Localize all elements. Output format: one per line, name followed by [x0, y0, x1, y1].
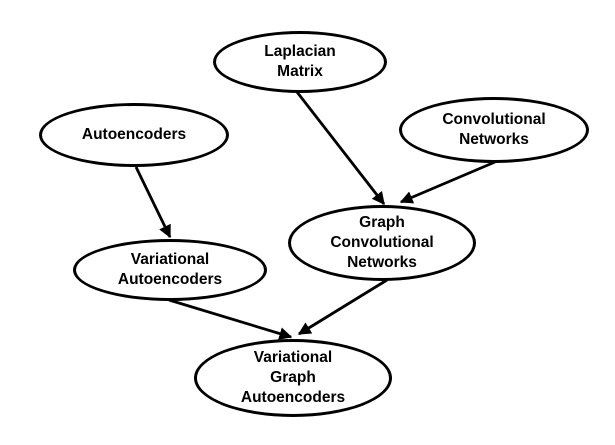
edge-convolutional-networks--graph-convolutional-networks — [399, 160, 496, 204]
node-label: Convolutional Networks — [442, 110, 545, 150]
node-variational-autoencoders: Variational Autoencoders — [73, 239, 267, 301]
node-label-line: Laplacian — [264, 43, 336, 60]
node-label-line: Autoencoders — [240, 389, 346, 406]
node-label-line: Variational — [253, 349, 333, 366]
node-label-line: Autoencoders — [81, 126, 187, 143]
node-label: Variational Autoencoders — [118, 250, 222, 290]
node-laplacian-matrix: Laplacian Matrix — [213, 31, 387, 93]
node-label: Laplacian Matrix — [264, 42, 336, 82]
node-label-line: Networks — [459, 131, 529, 148]
node-label-line: Networks — [347, 254, 417, 271]
edge-laplacian-matrix--graph-convolutional-networks — [295, 91, 386, 206]
node-label-line: Convolutional — [330, 234, 434, 251]
edge-autoencoders--variational-autoencoders — [134, 166, 172, 239]
node-label-line: Variational — [130, 251, 210, 268]
node-label-line: Autoencoders — [117, 271, 223, 288]
node-label: Autoencoders — [82, 125, 186, 145]
node-graph-convolutional-networks: Graph Convolutional Networks — [288, 205, 476, 281]
node-label-line: Graph — [270, 369, 316, 386]
node-variational-graph-autoencoders: Variational Graph Autoencoders — [194, 339, 392, 417]
node-label: Variational Graph Autoencoders — [241, 348, 345, 408]
edge-graph-convolutional-networks--variational-graph-autoencoders — [297, 278, 388, 336]
edge-variational-autoencoders--variational-graph-autoencoders — [168, 298, 293, 340]
node-convolutional-networks: Convolutional Networks — [399, 97, 589, 163]
node-label-line: Convolutional — [442, 111, 546, 128]
node-label-line: Graph — [359, 214, 405, 231]
node-autoencoders: Autoencoders — [39, 103, 229, 167]
node-label: Graph Convolutional Networks — [330, 213, 433, 273]
node-label-line: Matrix — [277, 63, 323, 80]
